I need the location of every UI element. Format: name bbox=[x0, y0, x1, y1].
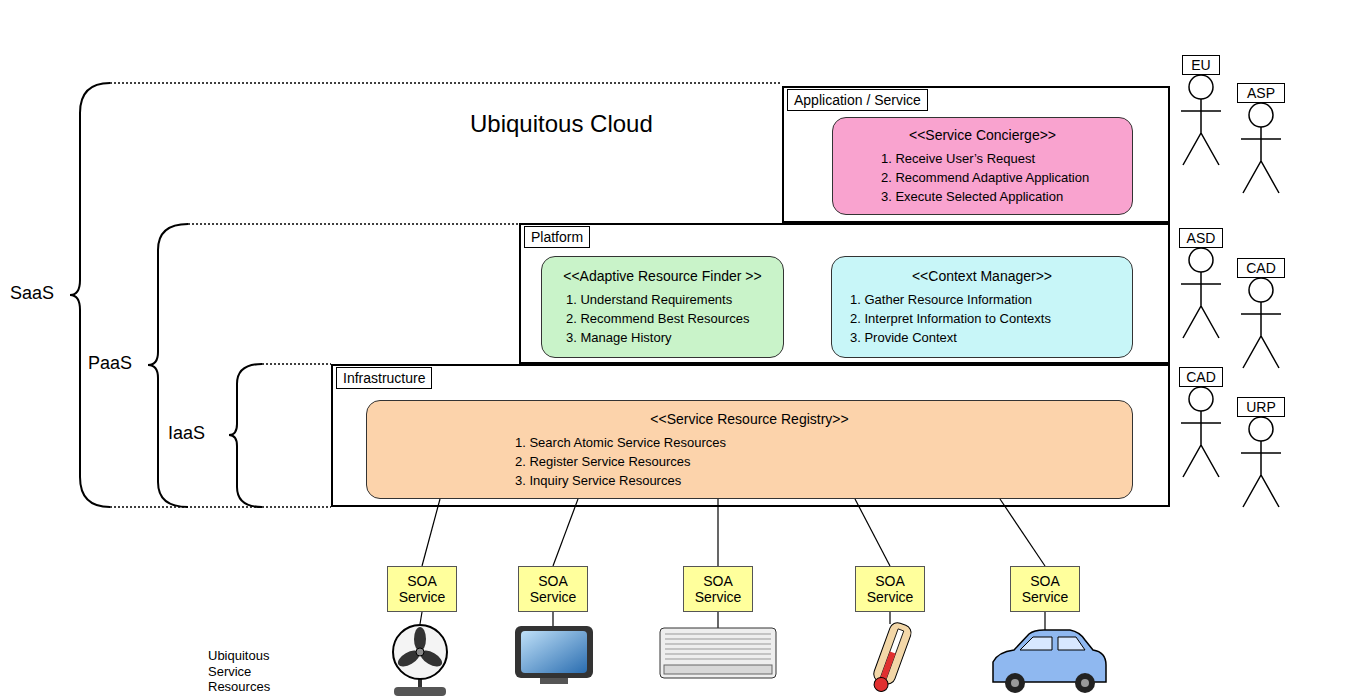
soa-service-box: SOA Service bbox=[518, 566, 588, 612]
tv-icon bbox=[515, 626, 593, 684]
cloud-shadow bbox=[287, 24, 1340, 695]
box-label: SOA Service bbox=[858, 573, 922, 605]
layer-band: Platform <<Adaptive Resource Finder >> 1. … bbox=[519, 223, 1170, 364]
component-title: <<Adaptive Resource Finder >> bbox=[542, 267, 783, 286]
component-title: <<Service Concierge>> bbox=[833, 126, 1132, 145]
soa-service-box: SOA Service bbox=[387, 566, 457, 612]
component-title: <<Service Resource Registry>> bbox=[367, 410, 1132, 429]
function-item: 1. Understand Requirements bbox=[542, 290, 783, 309]
layer-heading: Application / Service bbox=[787, 89, 928, 111]
box-label: ASD bbox=[1184, 230, 1219, 246]
layer-band: Application / Service <<Service Concierge… bbox=[782, 86, 1170, 223]
layer-band: Infrastructure <<Service Resource Registr… bbox=[331, 364, 1170, 507]
box-label: SOA Service bbox=[390, 573, 454, 605]
box-label: ASP bbox=[1244, 85, 1278, 101]
resource-label: Ubiquitous Service Resources bbox=[208, 648, 294, 695]
device-wire bbox=[420, 612, 1045, 630]
registry-link bbox=[717, 499, 718, 566]
registry-link bbox=[1000, 499, 1045, 566]
function-item: 3. Inquiry Service Resources bbox=[367, 471, 1132, 490]
soa-service-box: SOA Service bbox=[683, 566, 753, 612]
layer-label: SaaS bbox=[10, 283, 70, 305]
box-label: SOA Service bbox=[521, 573, 585, 605]
function-item: 3. Provide Context bbox=[832, 328, 1132, 347]
actor-figures bbox=[1181, 75, 1281, 507]
component-box: <<Context Manager>> 1. Gather Resource In… bbox=[831, 256, 1133, 358]
component-box: <<Service Resource Registry>> 1. Search A… bbox=[366, 400, 1133, 499]
function-item: 3. Execute Selected Application bbox=[833, 187, 1132, 206]
layer-label: IaaS bbox=[168, 423, 228, 445]
soa-service-box: SOA Service bbox=[855, 566, 925, 612]
function-item: 2. Recommend Adaptive Application bbox=[833, 168, 1132, 187]
fan-icon bbox=[393, 625, 447, 696]
layer-heading: Infrastructure bbox=[336, 367, 432, 389]
actor-tag: ASP bbox=[1237, 83, 1285, 103]
box-label: URP bbox=[1243, 399, 1279, 415]
function-item: 2. Recommend Best Resources bbox=[542, 309, 783, 328]
box-label: SOA Service bbox=[1013, 573, 1077, 605]
cloud-shape bbox=[277, 14, 1330, 685]
actor-tag: CAD bbox=[1179, 367, 1223, 387]
actor-tag: EU bbox=[1182, 55, 1220, 75]
function-item: 2. Interpret Information to Contexts bbox=[832, 309, 1132, 328]
cloud-title: Ubiquitous Cloud bbox=[470, 110, 653, 138]
car-icon bbox=[993, 630, 1106, 693]
cloud-region: Ubiquitous Cloud Application / Service <<S… bbox=[250, 0, 1347, 698]
function-item: 1. Search Atomic Service Resources bbox=[367, 433, 1132, 452]
box-label: SOA Service bbox=[686, 573, 750, 605]
function-item: 2. Register Service Resources bbox=[367, 452, 1132, 471]
function-item: 3. Manage History bbox=[542, 328, 783, 347]
box-label: CAD bbox=[1183, 369, 1219, 385]
soa-service-box: SOA Service bbox=[1010, 566, 1080, 612]
registry-link bbox=[422, 499, 440, 566]
component-box: <<Adaptive Resource Finder >> 1. Understa… bbox=[541, 256, 784, 358]
registry-link bbox=[553, 499, 578, 566]
actor-tag: URP bbox=[1237, 397, 1285, 417]
actor-tag: ASD bbox=[1179, 228, 1223, 248]
layer-heading: Platform bbox=[524, 226, 590, 248]
registry-link bbox=[855, 499, 890, 566]
box-label: CAD bbox=[1243, 260, 1279, 276]
air-conditioner-icon bbox=[660, 628, 776, 678]
actor-tag: CAD bbox=[1237, 258, 1285, 278]
box-label: EU bbox=[1188, 57, 1213, 73]
layer-label: PaaS bbox=[88, 353, 148, 375]
layer-bracket bbox=[70, 83, 262, 507]
component-title: <<Context Manager>> bbox=[832, 267, 1132, 286]
thermometer-icon bbox=[868, 621, 913, 695]
component-box: <<Service Concierge>> 1. Receive User’s R… bbox=[832, 117, 1133, 215]
function-item: 1. Receive User’s Request bbox=[833, 149, 1132, 168]
function-item: 1. Gather Resource Information bbox=[832, 290, 1132, 309]
